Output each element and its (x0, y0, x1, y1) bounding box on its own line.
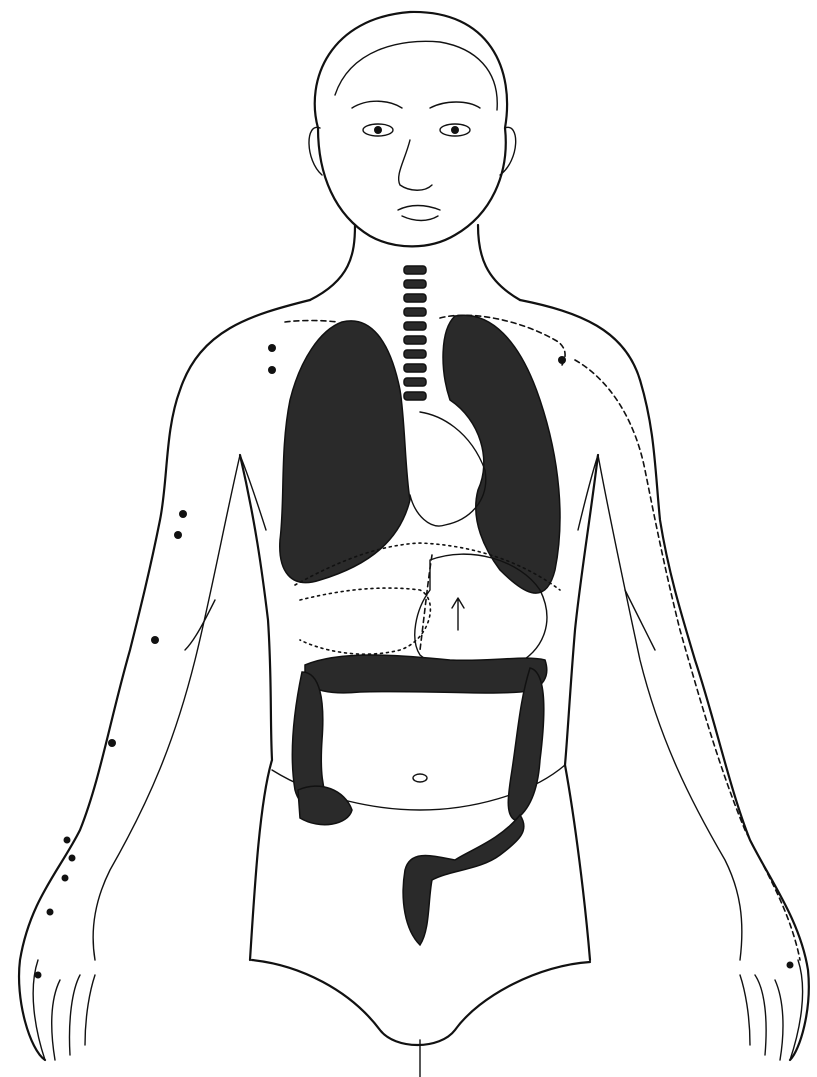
nose (399, 140, 432, 190)
acupoint-dot (151, 636, 159, 644)
left-hand (33, 960, 95, 1060)
neck-left (310, 225, 355, 300)
left-shoulder-arm-outer (19, 300, 310, 1060)
trachea-ring (404, 350, 426, 358)
trachea-ring (404, 266, 426, 274)
trachea-ring (404, 364, 426, 372)
meridian-path-shoulder (285, 321, 338, 323)
right-armpit-line (578, 455, 598, 530)
acupoint-dot (179, 510, 187, 518)
transverse-colon (305, 655, 547, 693)
liver-outline (300, 588, 430, 654)
right-arm-inner (598, 455, 742, 960)
acupoint-dot (108, 739, 116, 747)
trachea-ring (404, 294, 426, 302)
left-bicep-line (185, 600, 215, 650)
navel (413, 774, 427, 782)
heart-outline (410, 412, 486, 526)
acupoint-dot (62, 875, 69, 882)
right-pupil (451, 126, 459, 134)
acupoint-dot (787, 962, 794, 969)
right-hand (740, 960, 803, 1060)
acupoint-dot (268, 344, 276, 352)
acupoint-dot (64, 837, 71, 844)
underwear-line (252, 960, 590, 1045)
right-shoulder-arm-outer (520, 300, 809, 1060)
trachea-ring (404, 336, 426, 344)
head-outline (315, 12, 507, 246)
trachea-ring (404, 280, 426, 288)
trachea-ring (404, 308, 426, 316)
trachea (404, 266, 426, 400)
right-torso-side (565, 455, 598, 960)
acupoint-dot (47, 909, 54, 916)
right-bicep-line (625, 590, 655, 650)
acupoint-dot (268, 366, 276, 374)
esophagus-arrow (452, 598, 464, 630)
left-torso-side (240, 455, 272, 960)
mouth (398, 206, 440, 221)
acupoint-dot (69, 855, 76, 862)
trachea-ring (404, 322, 426, 330)
trachea-ring (404, 378, 426, 386)
meridian-path-right-arm (575, 360, 800, 960)
left-lung (280, 321, 410, 583)
left-pupil (374, 126, 382, 134)
hairline (335, 41, 497, 110)
intestines (292, 655, 546, 945)
lower-body (252, 960, 590, 1077)
sigmoid-colon (403, 815, 524, 945)
acupoint-dot (174, 531, 182, 539)
head (309, 12, 516, 246)
trachea-ring (404, 392, 426, 400)
left-eyebrow (352, 101, 402, 108)
acupoint-dot (35, 972, 42, 979)
right-lung (443, 315, 560, 593)
cecum (298, 786, 352, 825)
right-eyebrow (430, 102, 480, 108)
neck-right (478, 225, 520, 300)
